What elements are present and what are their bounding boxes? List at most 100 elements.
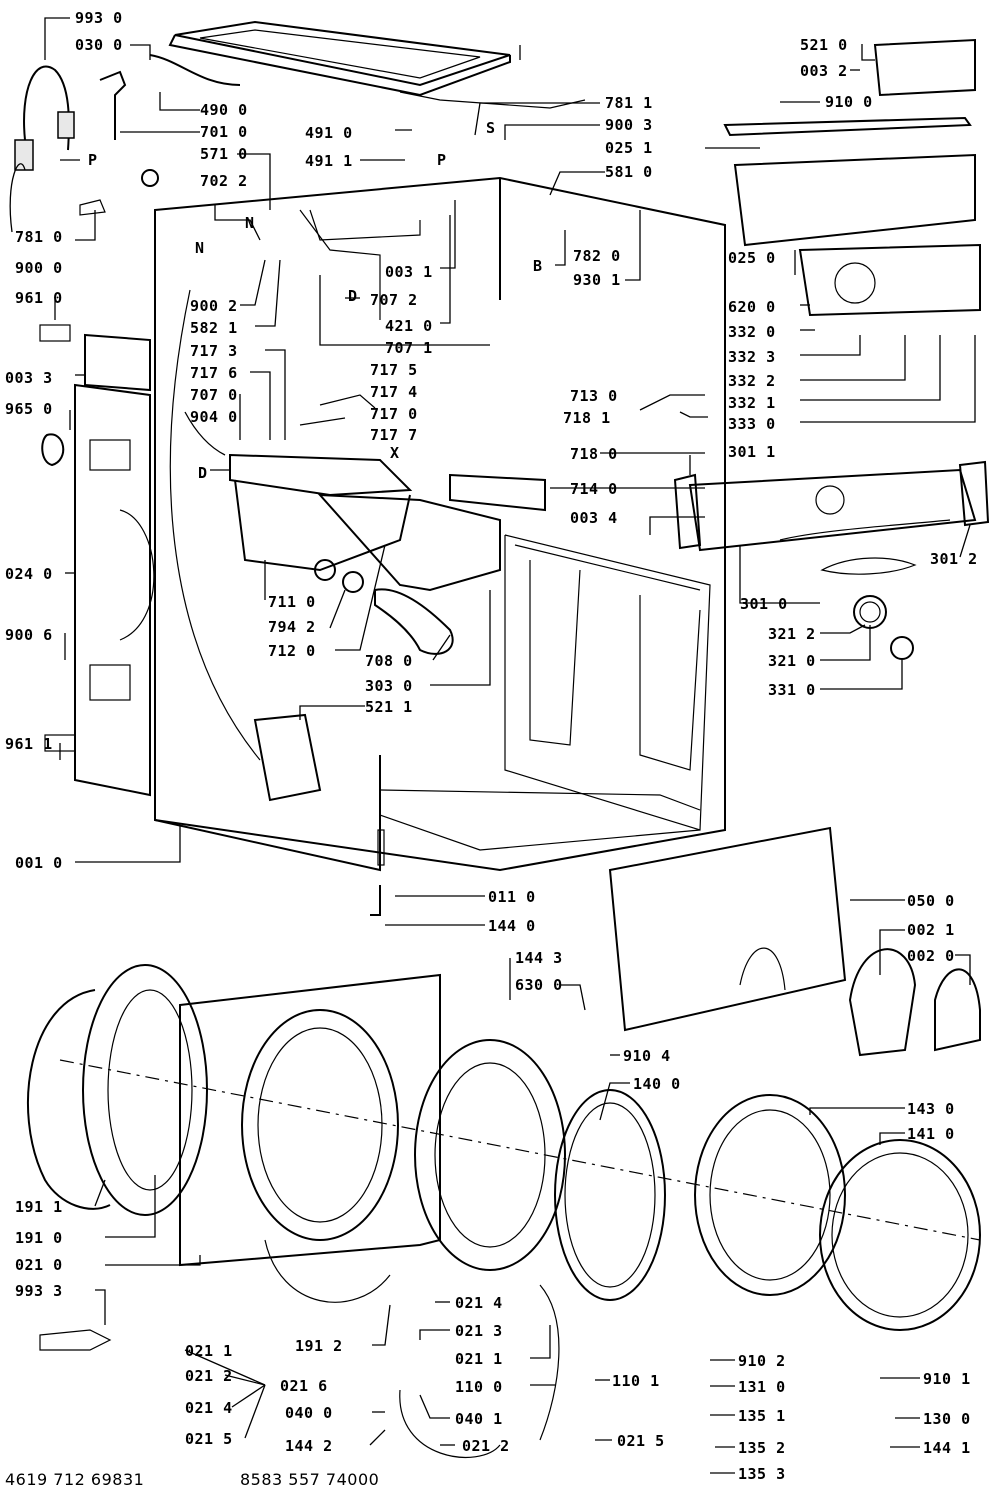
callout-130-0: 130 0: [923, 1410, 971, 1428]
callout-003-1: 003 1: [385, 263, 433, 281]
callout-521-0: 521 0: [800, 36, 848, 54]
callout-021-5-left: 021 5: [185, 1430, 233, 1448]
callout-781-1: 781 1: [605, 94, 653, 112]
callout-993-3: 993 3: [15, 1282, 63, 1300]
callout-D-upper: D: [348, 287, 358, 305]
callout-P-left: P: [88, 151, 98, 169]
callout-718-0: 718 0: [570, 445, 618, 463]
callout-021-2-center: 021 2: [462, 1437, 510, 1455]
callout-X: X: [390, 444, 400, 462]
callout-021-1-center: 021 1: [455, 1350, 503, 1368]
callout-717-4: 717 4: [370, 383, 418, 401]
callout-965-0: 965 0: [5, 400, 53, 418]
callout-S: S: [486, 119, 496, 137]
callout-N-upper: N: [245, 214, 255, 232]
footer-right-code: 8583 557 74000: [240, 1470, 380, 1489]
callout-110-1: 110 1: [612, 1372, 660, 1390]
callout-003-4: 003 4: [570, 509, 618, 527]
callout-718-1: 718 1: [563, 409, 611, 427]
callout-707-1: 707 1: [385, 339, 433, 357]
callout-301-2: 301 2: [930, 550, 978, 568]
callout-707-0: 707 0: [190, 386, 238, 404]
callout-P-right: P: [437, 151, 447, 169]
callout-910-0: 910 0: [825, 93, 873, 111]
callout-900-0: 900 0: [15, 259, 63, 277]
callout-961-0: 961 0: [15, 289, 63, 307]
callout-702-2: 702 2: [200, 172, 248, 190]
callout-701-0: 701 0: [200, 123, 248, 141]
hoses-drawing: [14, 54, 381, 1351]
callout-717-5: 717 5: [370, 361, 418, 379]
callout-144-0: 144 0: [488, 917, 536, 935]
callout-191-1: 191 1: [15, 1198, 63, 1216]
callout-141-0: 141 0: [907, 1125, 955, 1143]
control-panel-drawing: [673, 38, 990, 660]
callout-021-6: 021 6: [280, 1377, 328, 1395]
callout-910-4: 910 4: [623, 1047, 671, 1065]
callout-003-2: 003 2: [800, 62, 848, 80]
callout-191-0: 191 0: [15, 1229, 63, 1247]
callout-794-2: 794 2: [268, 618, 316, 636]
callout-714-0: 714 0: [570, 480, 618, 498]
callout-711-0: 711 0: [268, 593, 316, 611]
callout-301-1: 301 1: [728, 443, 776, 461]
callout-N-lower: N: [195, 239, 205, 257]
callout-321-0: 321 0: [768, 652, 816, 670]
leader-lines: [9, 17, 976, 1474]
cabinet-drawing: [154, 176, 726, 872]
callout-040-1: 040 1: [455, 1410, 503, 1428]
top-lid-drawing: [168, 20, 586, 109]
callout-301-0: 301 0: [740, 595, 788, 613]
callout-025-0: 025 0: [728, 249, 776, 267]
callout-571-0: 571 0: [200, 145, 248, 163]
callout-135-2: 135 2: [738, 1439, 786, 1457]
callout-961-1: 961 1: [5, 735, 53, 753]
callout-712-0: 712 0: [268, 642, 316, 660]
callout-021-1-left: 021 1: [185, 1342, 233, 1360]
callout-993-0: 993 0: [75, 9, 123, 27]
callout-332-1: 332 1: [728, 394, 776, 412]
callout-582-1: 582 1: [190, 319, 238, 337]
callout-620-0: 620 0: [728, 298, 776, 316]
callout-331-0: 331 0: [768, 681, 816, 699]
callout-781-0: 781 0: [15, 228, 63, 246]
callout-144-1: 144 1: [923, 1439, 971, 1457]
callout-332-3: 332 3: [728, 348, 776, 366]
callout-021-0: 021 0: [15, 1256, 63, 1274]
callout-910-1: 910 1: [923, 1370, 971, 1388]
callout-011-0: 011 0: [488, 888, 536, 906]
callout-021-4-lower: 021 4: [185, 1399, 233, 1417]
callout-030-0: 030 0: [75, 36, 123, 54]
callout-021-3: 021 3: [455, 1322, 503, 1340]
callout-900-2: 900 2: [190, 297, 238, 315]
callout-630-0: 630 0: [515, 976, 563, 994]
callout-021-2-left: 021 2: [185, 1367, 233, 1385]
drum-axis-line: [59, 1059, 981, 1241]
callout-717-7: 717 7: [370, 426, 418, 444]
callout-024-0: 024 0: [5, 565, 53, 583]
callout-930-1: 930 1: [573, 271, 621, 289]
callout-B: B: [533, 257, 543, 275]
callout-002-0: 002 0: [907, 947, 955, 965]
callout-135-1: 135 1: [738, 1407, 786, 1425]
callout-581-0: 581 0: [605, 163, 653, 181]
callout-110-0: 110 0: [455, 1378, 503, 1396]
callout-303-0: 303 0: [365, 677, 413, 695]
callout-910-2: 910 2: [738, 1352, 786, 1370]
callout-191-2: 191 2: [295, 1337, 343, 1355]
callout-002-1: 002 1: [907, 921, 955, 939]
callout-490-0: 490 0: [200, 101, 248, 119]
callout-900-6: 900 6: [5, 626, 53, 644]
callout-708-0: 708 0: [365, 652, 413, 670]
callout-001-0: 001 0: [15, 854, 63, 872]
callout-491-0: 491 0: [305, 124, 353, 142]
dispenser-drawing: [229, 394, 546, 655]
callout-717-3: 717 3: [190, 342, 238, 360]
callout-491-1: 491 1: [305, 152, 353, 170]
callout-144-3: 144 3: [515, 949, 563, 967]
callout-332-2: 332 2: [728, 372, 776, 390]
callout-332-0: 332 0: [728, 323, 776, 341]
footer-left-code: 4619 712 69831: [5, 1470, 145, 1489]
callout-717-6: 717 6: [190, 364, 238, 382]
